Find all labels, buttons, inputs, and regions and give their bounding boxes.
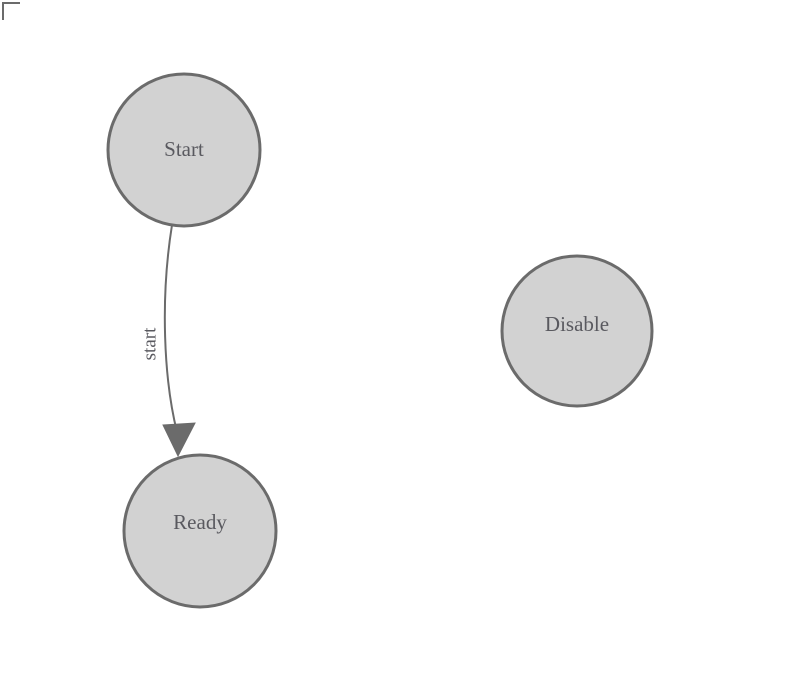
edge-line [163,224,178,433]
node-disable-circle[interactable] [500,254,654,408]
edge-start-to-ready[interactable]: start [139,224,196,458]
node-start-circle[interactable] [106,72,262,228]
node-disable-label: Disable [545,312,609,336]
edge-label-start: start [139,327,160,360]
node-ready-circle[interactable] [122,453,278,609]
edge-arrowhead-icon [162,422,196,458]
node-start-label: Start [164,137,204,161]
node-disable[interactable]: Disable [500,254,654,408]
node-start[interactable]: Start [106,72,262,228]
node-ready-label: Ready [173,510,227,534]
node-ready[interactable]: Ready [122,453,278,609]
corner-mark [2,2,20,20]
